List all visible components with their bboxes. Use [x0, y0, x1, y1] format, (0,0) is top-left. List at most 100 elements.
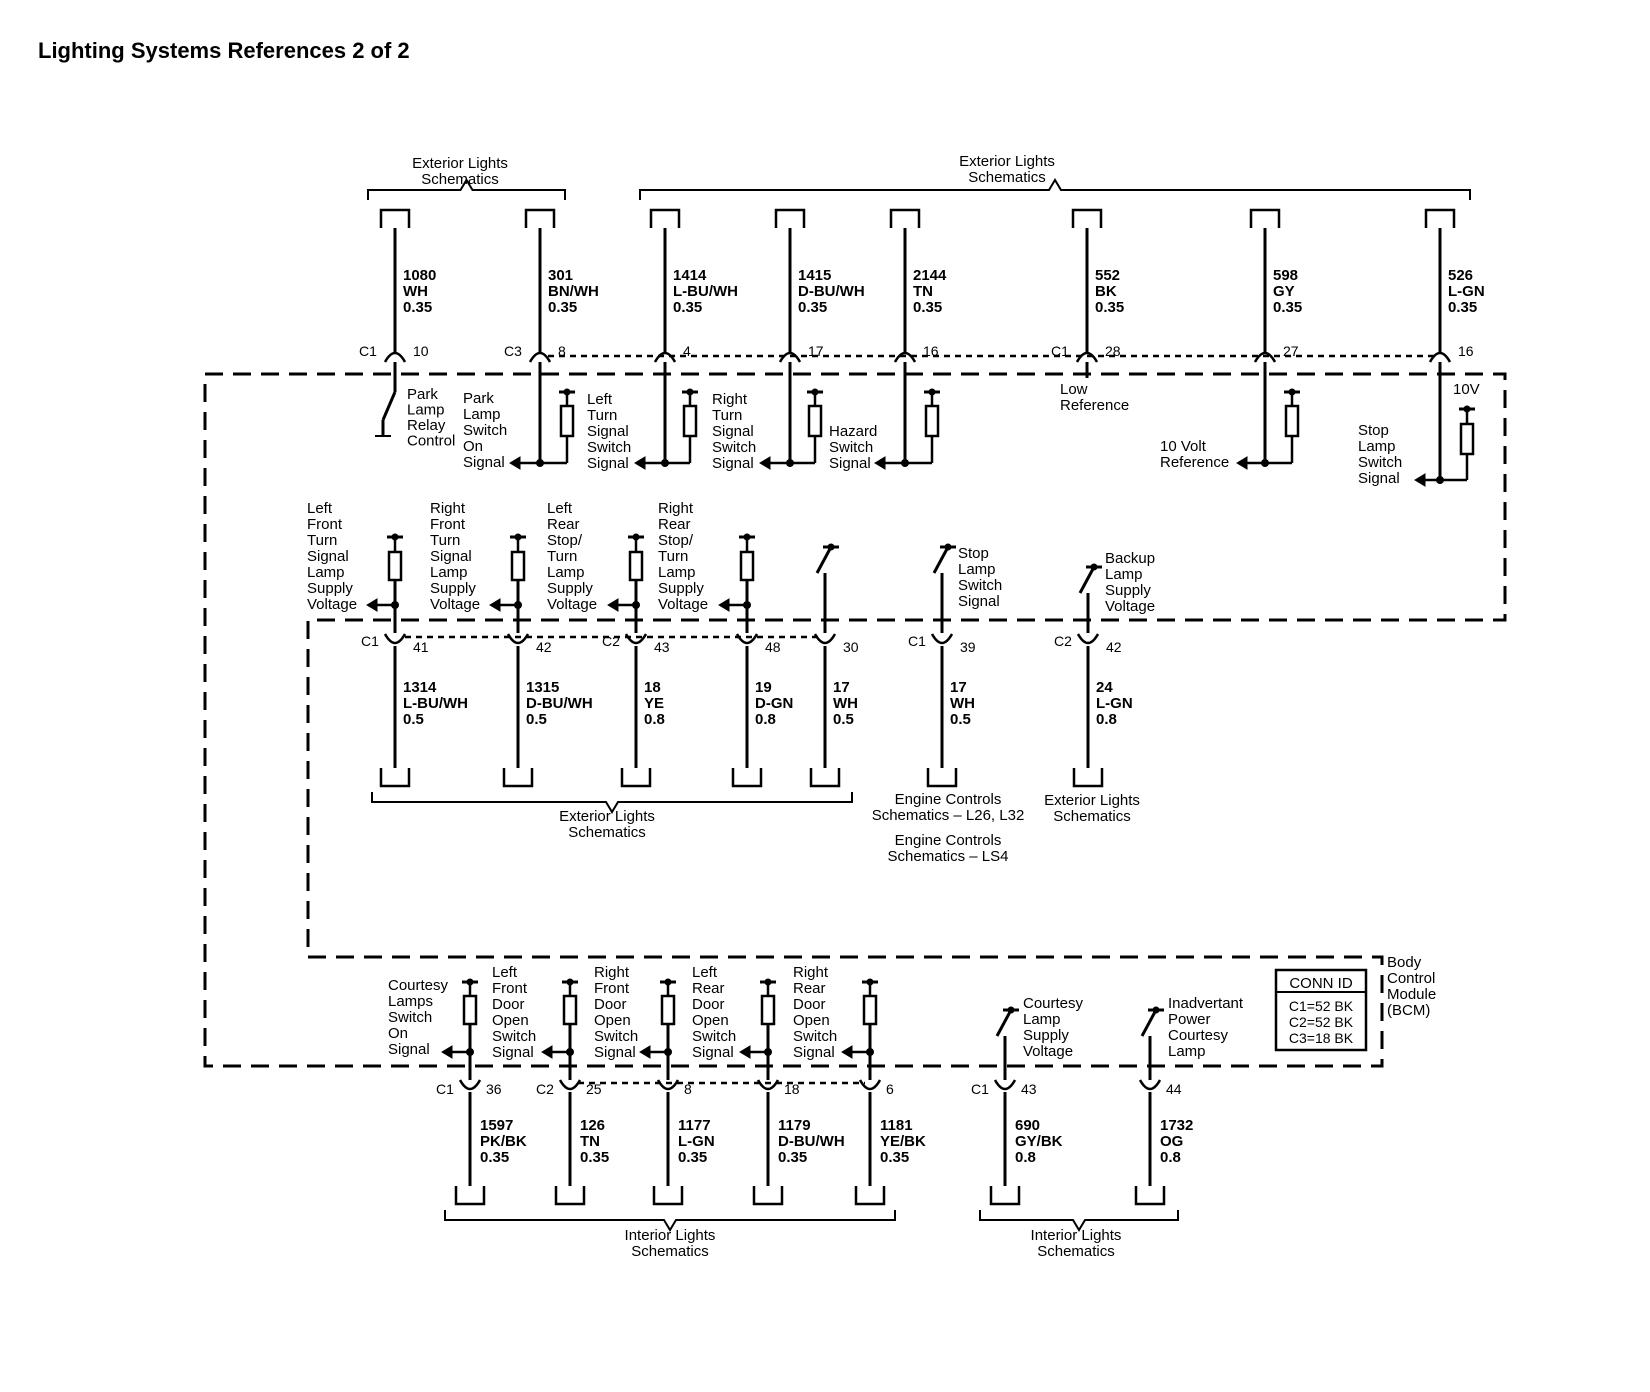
harness-terminal	[889, 208, 921, 228]
wire-color: D-BU/WH	[526, 695, 593, 712]
wire-gauge: 0.8	[755, 711, 776, 728]
splice-dot	[786, 459, 794, 467]
group-bracket	[371, 792, 853, 814]
harness-terminal	[854, 1186, 886, 1206]
conn-id-row: C2=52 BK	[1289, 1014, 1354, 1030]
conn-id-row: C3=18 BK	[1289, 1030, 1354, 1046]
label-door-switch: Front	[492, 980, 528, 997]
harness-terminal	[649, 208, 681, 228]
signal-arrow	[509, 456, 521, 470]
connector-id: C1	[436, 1081, 454, 1097]
wire-gauge: 0.35	[778, 1149, 807, 1166]
connector-pin	[653, 351, 677, 363]
harness-terminal	[774, 208, 806, 228]
group-label: Exterior Lights	[559, 808, 655, 825]
label-courtesy-switch: Signal	[388, 1041, 430, 1058]
label-inadvertent-power: Power	[1168, 1011, 1211, 1028]
label-left-turn: Turn	[587, 407, 617, 424]
label-lamp-supply: Front	[430, 516, 466, 533]
label-lamp-supply: Turn	[430, 532, 460, 549]
connector-pin	[1138, 1079, 1162, 1091]
splice-dot	[536, 459, 544, 467]
label-park-lamp-switch: Lamp	[463, 406, 501, 423]
label-lamp-supply: Left	[307, 500, 333, 517]
connector-pin-number: 16	[923, 343, 939, 359]
connector-pin	[458, 1079, 482, 1091]
wire-gauge: 0.35	[580, 1149, 609, 1166]
label-inadvertent-power: Lamp	[1168, 1043, 1206, 1060]
wire-color: YE	[644, 695, 664, 712]
connector-pin	[930, 633, 954, 645]
signal-arrow	[366, 598, 378, 612]
label-door-switch: Rear	[692, 980, 725, 997]
connector-pin-number: 30	[843, 639, 859, 655]
label-right-turn: Signal	[712, 455, 754, 472]
harness-terminal	[454, 1186, 486, 1206]
circuit-number: 1415	[798, 267, 831, 284]
label-courtesy-switch: On	[388, 1025, 408, 1042]
wire-color: L-BU/WH	[673, 283, 738, 300]
module-label: Module	[1387, 986, 1436, 1003]
label-right-turn: Switch	[712, 439, 756, 456]
label-lamp-supply: Rear	[547, 516, 580, 533]
signal-arrow	[759, 456, 771, 470]
label-stop-lamp-switch: Switch	[958, 577, 1002, 594]
label-lamp-supply: Lamp	[307, 564, 345, 581]
label-left-turn: Left	[587, 391, 613, 408]
wire-color: BK	[1095, 283, 1117, 300]
wire-gauge: 0.8	[1015, 1149, 1036, 1166]
group-bracket	[979, 1210, 1179, 1232]
wire-gauge: 0.8	[1096, 711, 1117, 728]
label-lamp-supply: Rear	[658, 516, 691, 533]
pullup-resistor	[562, 994, 578, 1026]
circuit-number: 17	[950, 679, 967, 696]
conn-id-box	[1274, 968, 1368, 1052]
connector-pin-number: 43	[654, 639, 670, 655]
connector-pin	[1253, 351, 1277, 363]
label-stop-lamp-signal: Lamp	[1358, 438, 1396, 455]
connector-pin	[813, 633, 837, 645]
harness-terminal	[989, 1186, 1021, 1206]
wire-color: WH	[403, 283, 428, 300]
connector-pin	[778, 351, 802, 363]
label-lamp-supply: Voltage	[307, 596, 357, 613]
label-door-switch: Open	[594, 1012, 631, 1029]
harness-terminal	[652, 1186, 684, 1206]
label-stop-lamp-signal: Stop	[1358, 422, 1389, 439]
circuit-number: 2144	[913, 267, 947, 284]
label-courtesy-supply: Voltage	[1023, 1043, 1073, 1060]
group-bracket	[639, 178, 1471, 200]
label-left-turn: Signal	[587, 423, 629, 440]
label-right-turn: Turn	[712, 407, 742, 424]
connector-pin	[858, 1079, 882, 1091]
label-lamp-supply: Signal	[307, 548, 349, 565]
splice-dot	[1436, 476, 1444, 484]
circuit-number: 17	[833, 679, 850, 696]
label-courtesy-switch: Switch	[388, 1009, 432, 1026]
label-door-switch: Switch	[492, 1028, 536, 1045]
group-label: Schematics	[631, 1243, 709, 1260]
connector-pin	[383, 633, 407, 645]
harness-terminal	[752, 1186, 784, 1206]
connector-id: C1	[361, 633, 379, 649]
circuit-number: 18	[644, 679, 661, 696]
switch-blade	[1078, 566, 1096, 594]
connector-pin	[735, 633, 759, 645]
connector-pin	[506, 633, 530, 645]
circuit-number: 1177	[678, 1117, 711, 1134]
wire-layer	[203, 178, 1507, 1232]
harness-terminal	[1072, 768, 1104, 788]
label-door-switch: Door	[492, 996, 525, 1013]
connector-pin	[1075, 351, 1099, 363]
label-lamp-supply: Voltage	[658, 596, 708, 613]
label-lamp-supply: Left	[547, 500, 573, 517]
group-label: Exterior Lights	[959, 153, 1055, 170]
connector-pin-number: 10	[413, 343, 429, 359]
connector-id: C2	[602, 633, 620, 649]
group-label: Engine Controls	[895, 832, 1002, 849]
signal-arrow	[1414, 473, 1426, 487]
wire-color: GY/BK	[1015, 1133, 1063, 1150]
label-door-switch: Open	[793, 1012, 830, 1029]
label-park-lamp-relay: Control	[407, 433, 455, 450]
